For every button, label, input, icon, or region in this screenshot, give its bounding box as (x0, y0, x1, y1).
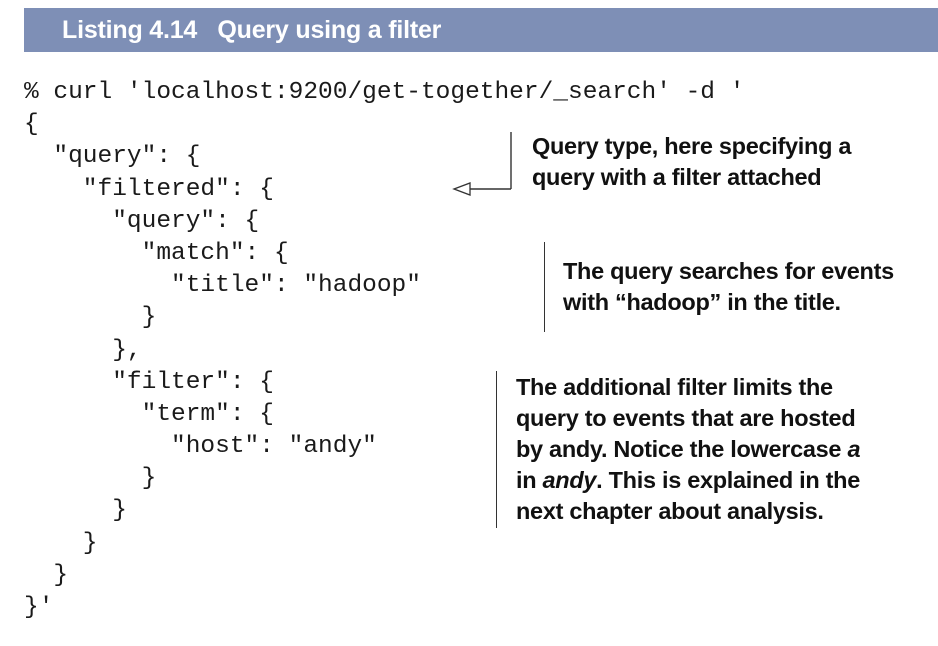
query-type-callout-arrow (452, 132, 512, 196)
code-line: "query": { (24, 207, 260, 235)
arrow-head-icon (452, 182, 471, 196)
code-line: } (24, 304, 157, 332)
annotation-line: by andy. Notice the lowercase a (516, 434, 861, 465)
code-line: % curl 'localhost:9200/get-together/_sea… (24, 79, 745, 106)
filter-callout-bracket (496, 371, 498, 528)
annotation-line: The query searches for events (563, 258, 894, 284)
code-line: } (24, 529, 98, 557)
listing-header: Listing 4.14 Query using a filter (24, 8, 938, 52)
code-line: }, (24, 336, 142, 364)
code-line: { (24, 111, 39, 139)
listing-title: Listing 4.14 Query using a filter (62, 16, 442, 44)
code-line: "term": { (24, 400, 274, 428)
code-listing: % curl 'localhost:9200/get-together/_sea… (24, 77, 744, 624)
annotation-italic-text: andy (542, 467, 597, 493)
code-line: } (24, 561, 69, 589)
annotation-line: query to events that are hosted (516, 405, 856, 431)
annotation-line: query with a filter attached (532, 164, 822, 190)
code-line: "match": { (24, 239, 289, 267)
annotation-line: The additional filter limits the (516, 374, 833, 400)
annotation-line: with “hadoop” in the title. (563, 289, 841, 315)
code-line: "host": "andy" (24, 433, 377, 461)
annotation-text: by andy. Notice the lowercase (516, 436, 848, 462)
annotation-line: next chapter about analysis. (516, 498, 824, 524)
code-line: "title": "hadoop" (24, 272, 421, 300)
code-line: } (24, 497, 127, 525)
code-line: }' (24, 594, 54, 621)
code-line: "query": { (24, 143, 201, 171)
annotation-text: in (516, 467, 543, 493)
code-line: "filtered": { (24, 175, 274, 203)
annotation-italic-text: a (847, 436, 861, 462)
annotation-line: in andy. This is explained in the (516, 465, 860, 496)
code-line: } (24, 465, 157, 493)
query-type-annotation: Query type, here specifying a query with… (532, 131, 851, 193)
annotation-line: Query type, here specifying a (532, 133, 852, 159)
filter-annotation: The additional filter limits the query t… (516, 372, 861, 527)
match-query-annotation: The query searches for events with “hado… (563, 256, 894, 318)
annotation-text: . This is explained in the (596, 467, 860, 493)
code-line: "filter": { (24, 368, 274, 396)
match-callout-bracket (544, 242, 546, 332)
